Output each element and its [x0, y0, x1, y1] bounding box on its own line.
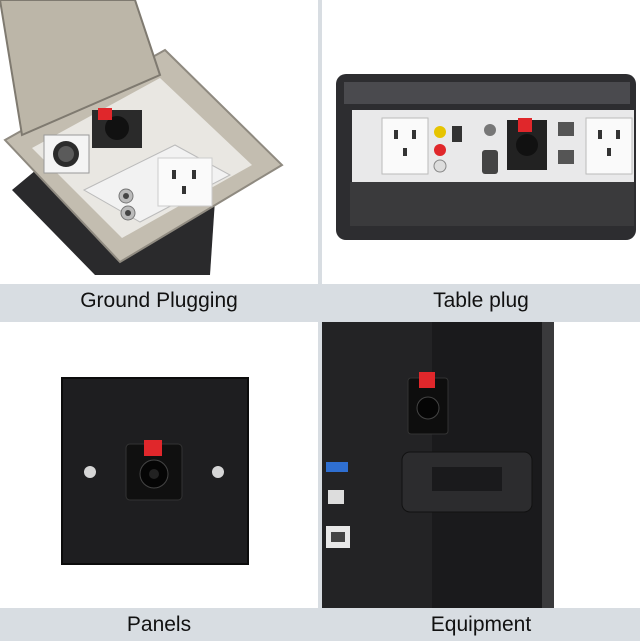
rca-jack-icon [118, 188, 136, 221]
xlr-jack-icon [43, 134, 90, 174]
usb-port-icon [452, 126, 462, 142]
caption-equipment: Equipment [430, 613, 532, 636]
usb-port-icon [328, 490, 344, 504]
handle-icon [401, 451, 533, 513]
power-socket-icon [585, 117, 633, 175]
brush-strip [350, 182, 634, 226]
caption-ground-plugging: Ground Plugging [80, 289, 238, 312]
equipment-image [322, 322, 640, 608]
caption-panels: Panels [126, 613, 192, 636]
jack-module [507, 118, 547, 170]
inner-tray [32, 78, 252, 238]
jack-module [92, 108, 142, 148]
jack-module [407, 372, 449, 435]
screw-right [212, 466, 224, 478]
device-edge [542, 322, 554, 608]
vga-port-icon [482, 124, 498, 174]
rj45-port-icon [558, 122, 574, 164]
rj45-port-icon [326, 526, 350, 548]
ground-plugging-image [0, 0, 318, 284]
caption-table-plug: Table plug [433, 289, 529, 312]
power-socket-icon [381, 117, 429, 175]
table-plug-image [322, 0, 640, 284]
rca-jack-icon [433, 126, 447, 173]
usb-port-icon [326, 462, 348, 472]
lid [0, 0, 162, 137]
screw-left [84, 466, 96, 478]
panels-image [0, 322, 318, 608]
jack-module [125, 440, 183, 501]
lid-strip [344, 82, 630, 104]
power-socket-icon [157, 157, 213, 207]
